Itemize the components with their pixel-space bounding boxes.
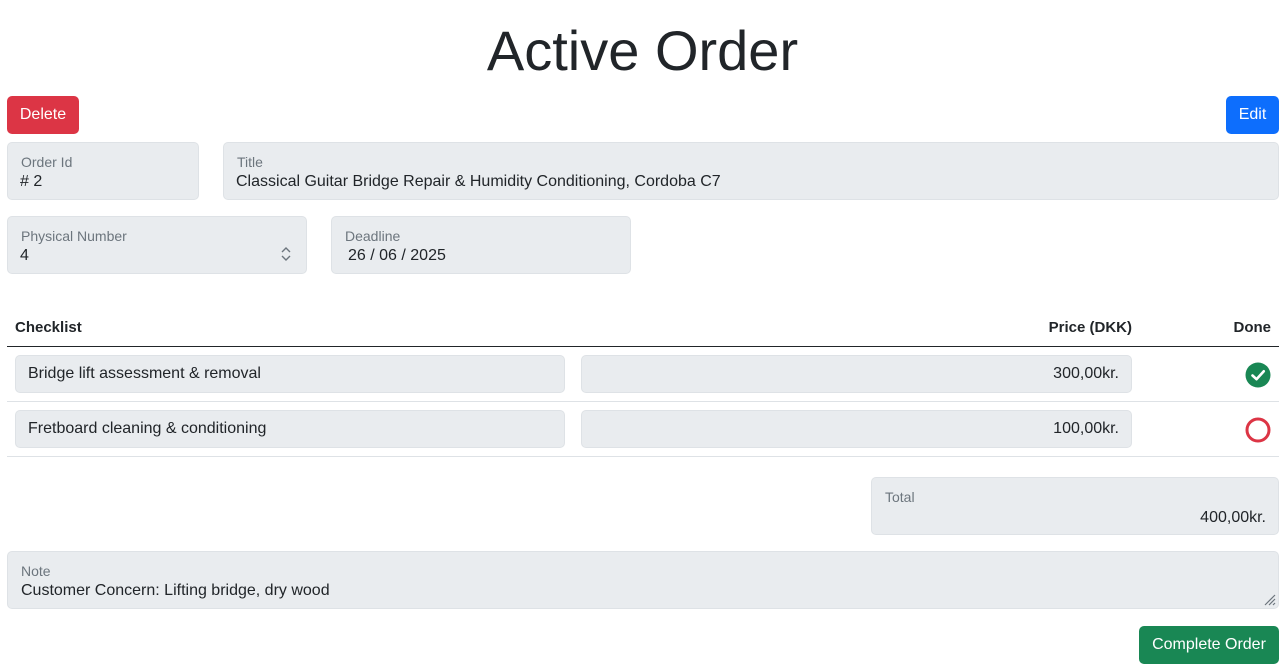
page-title: Active Order (486, 19, 799, 82)
order-id-field[interactable]: Order Id # 2 (7, 142, 199, 200)
resize-handle-icon[interactable] (1262, 592, 1276, 606)
total-value: 400,00kr. (1200, 509, 1266, 526)
price-header: Price (DKK) (1048, 319, 1132, 336)
total-label: Total (885, 489, 915, 505)
deadline-label: Deadline (345, 228, 401, 244)
complete-order-button[interactable]: Complete Order (1139, 626, 1279, 664)
delete-button[interactable]: Delete (7, 96, 79, 134)
price-input[interactable]: 100,00kr. (581, 410, 1132, 448)
physical-number-label: Physical Number (21, 228, 127, 244)
edit-button[interactable]: Edit (1226, 96, 1279, 134)
deadline-field[interactable]: Deadline 26 / 06 / 2025 (331, 216, 631, 274)
order-id-value: # 2 (20, 173, 43, 190)
title-value: Classical Guitar Bridge Repair & Humidit… (236, 173, 721, 190)
physical-number-value: 4 (20, 247, 29, 264)
note-label: Note (21, 563, 51, 579)
checklist-table-header: Checklist Price (DKK) Done (7, 314, 1279, 347)
circle-outline-icon[interactable] (1245, 417, 1271, 443)
task-input[interactable]: Fretboard cleaning & conditioning (15, 410, 565, 448)
price-input[interactable]: 300,00kr. (581, 355, 1132, 393)
done-header: Done (1233, 319, 1272, 336)
title-field[interactable]: Title Classical Guitar Bridge Repair & H… (223, 142, 1279, 200)
note-field[interactable]: Note Customer Concern: Lifting bridge, d… (7, 551, 1279, 609)
checklist-header: Checklist (15, 319, 82, 336)
table-row: Fretboard cleaning & conditioning 100,00… (7, 402, 1279, 457)
table-row: Bridge lift assessment & removal 300,00k… (7, 347, 1279, 402)
chevron-up-down-icon[interactable] (280, 245, 292, 263)
total-field: Total 400,00kr. (871, 477, 1279, 535)
check-circle-icon[interactable] (1245, 362, 1271, 388)
physical-number-field[interactable]: Physical Number 4 (7, 216, 307, 274)
task-input[interactable]: Bridge lift assessment & removal (15, 355, 565, 393)
deadline-value: 26 / 06 / 2025 (348, 247, 446, 264)
order-id-label: Order Id (21, 154, 73, 170)
note-value: Customer Concern: Lifting bridge, dry wo… (21, 582, 330, 599)
title-label: Title (237, 154, 263, 170)
